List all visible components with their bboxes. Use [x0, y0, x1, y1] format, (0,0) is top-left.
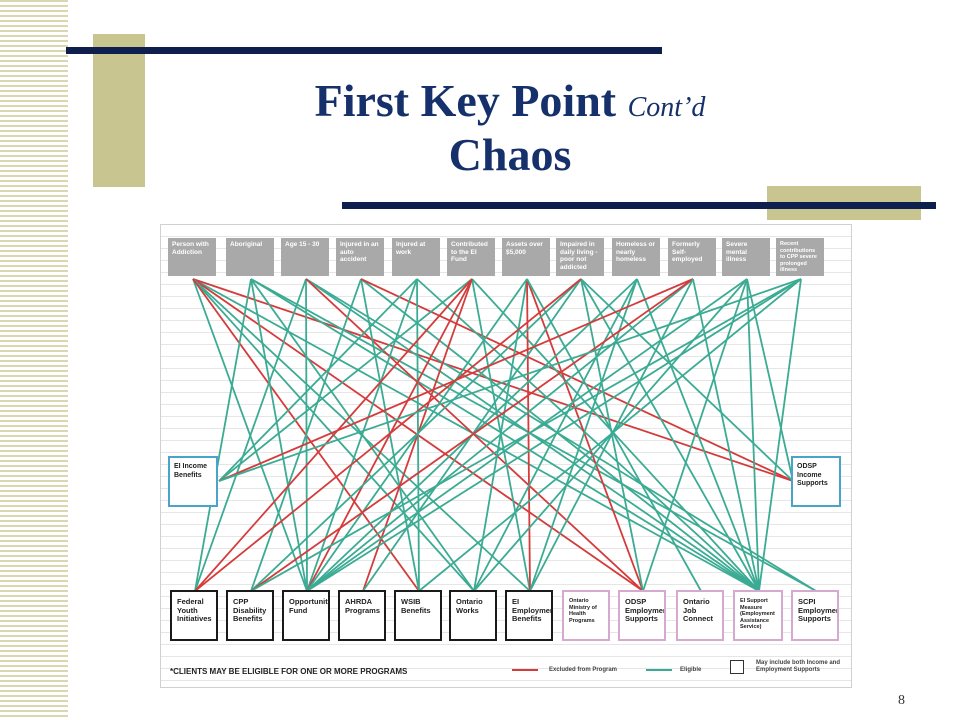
program-ei-support-measure: EI Support Measure (Employment Assistanc… [733, 590, 783, 641]
eligible-link-line [418, 278, 802, 592]
program-ontario-works: Ontario Works [449, 590, 497, 641]
legend-eligible-line [646, 669, 672, 671]
criterion-aboriginal: Aboriginal [226, 238, 274, 276]
eligible-link-line [250, 278, 802, 592]
eligible-link-line [194, 278, 307, 592]
program-cpp-disability: CPP Disability Benefits [226, 590, 274, 641]
excluded-link-line [526, 278, 644, 592]
eligible-link-line [526, 278, 702, 592]
legend-eligible-label: Eligible [680, 667, 702, 673]
eligible-link-line [471, 278, 760, 592]
eligible-link-line [250, 278, 760, 592]
criterion-ei-fund: Contributed to the EI Fund [447, 238, 495, 276]
eligible-link-line [360, 278, 760, 592]
program-scpi: SCPI Employment Supports [791, 590, 839, 641]
slide-title-main: First Key Point [314, 75, 617, 126]
eligible-link-line [306, 278, 802, 592]
legend-both-label: May include both Income and Employment S… [756, 660, 841, 673]
eligible-link-line [636, 278, 760, 592]
criterion-impaired: Impaired in daily living - poor not addi… [556, 238, 604, 276]
excluded-link-line [194, 278, 473, 592]
eligible-link-line [416, 278, 760, 592]
program-ei-employment: EI Employment Benefits [505, 590, 553, 641]
eligible-link-line [305, 278, 760, 592]
slide-title: First Key Point Cont’d [140, 76, 880, 133]
legend-excluded-line [512, 669, 538, 671]
program-ahrda: AHRDA Programs [338, 590, 386, 641]
eligible-link-line [194, 278, 252, 592]
eligible-link-line [306, 278, 694, 592]
eligible-link-line [250, 278, 582, 592]
criterion-homeless: Homeless or nearly homeless [612, 238, 660, 276]
slide-title-suffix: Cont’d [627, 92, 706, 123]
criterion-auto-accident: Injured in an auto accident [336, 238, 384, 276]
top-rule [66, 47, 662, 54]
criterion-person-with-addiction: Person with Addiction [168, 238, 216, 276]
connection-lines [192, 278, 817, 592]
eligible-link-line [218, 278, 418, 482]
legend-both-box [730, 660, 744, 674]
program-opportunities-fund: Opportunities Fund [282, 590, 330, 641]
program-ontario-job-connect: Ontario Job Connect [676, 590, 724, 641]
bottom-rule [342, 202, 936, 209]
eligible-link-line [642, 278, 748, 592]
odsp-income-supports-box: ODSP Income Supports [791, 456, 841, 507]
excluded-link-line [192, 278, 794, 482]
excluded-link-line [250, 278, 694, 592]
slide-subtitle: Chaos [448, 129, 572, 180]
criterion-injured-at-work: Injured at work [392, 238, 440, 276]
ei-income-benefits-box: EI Income Benefits [168, 456, 218, 507]
legend-excluded-label: Excluded from Program [549, 667, 618, 673]
excluded-link-line [306, 278, 473, 592]
eligible-link-line [758, 278, 802, 592]
left-stripe-decoration [0, 0, 68, 720]
excluded-link-line [194, 278, 582, 592]
excluded-link-line [305, 278, 644, 592]
eligible-link-line [746, 278, 794, 482]
criterion-age: Age 15 - 30 [281, 238, 329, 276]
eligible-link-line [692, 278, 760, 592]
eligible-link-line [218, 278, 473, 482]
page-number: 8 [898, 693, 905, 708]
eligible-link-line [218, 278, 802, 482]
eligible-link-line [250, 278, 308, 592]
criterion-assets: Assets over $5,000 [502, 238, 550, 276]
criterion-self-employed: Formerly Self-employed [668, 238, 716, 276]
eligible-link-line [250, 278, 362, 592]
eligible-link-line [580, 278, 794, 482]
criterion-cpp-contributions: Recent contributions to CPP severe prolo… [776, 238, 824, 276]
eligibility-footnote: *CLIENTS MAY BE ELIGIBLE FOR ONE OR MORE… [170, 667, 408, 676]
olive-accent-block-left [93, 34, 145, 187]
program-ministry-of-health: Ontario Ministry of Health Programs [562, 590, 610, 641]
eligible-link-line [306, 278, 418, 592]
eligible-link-line [746, 278, 760, 592]
excluded-link-line [218, 278, 694, 482]
program-odsp-employment: ODSP Employment Supports [618, 590, 666, 641]
program-federal-youth: Federal Youth Initiatives [170, 590, 218, 641]
criterion-mental-illness: Severe mental illness [722, 238, 770, 276]
program-wsib: WSIB Benefits [394, 590, 442, 641]
excluded-link-line [360, 278, 794, 482]
